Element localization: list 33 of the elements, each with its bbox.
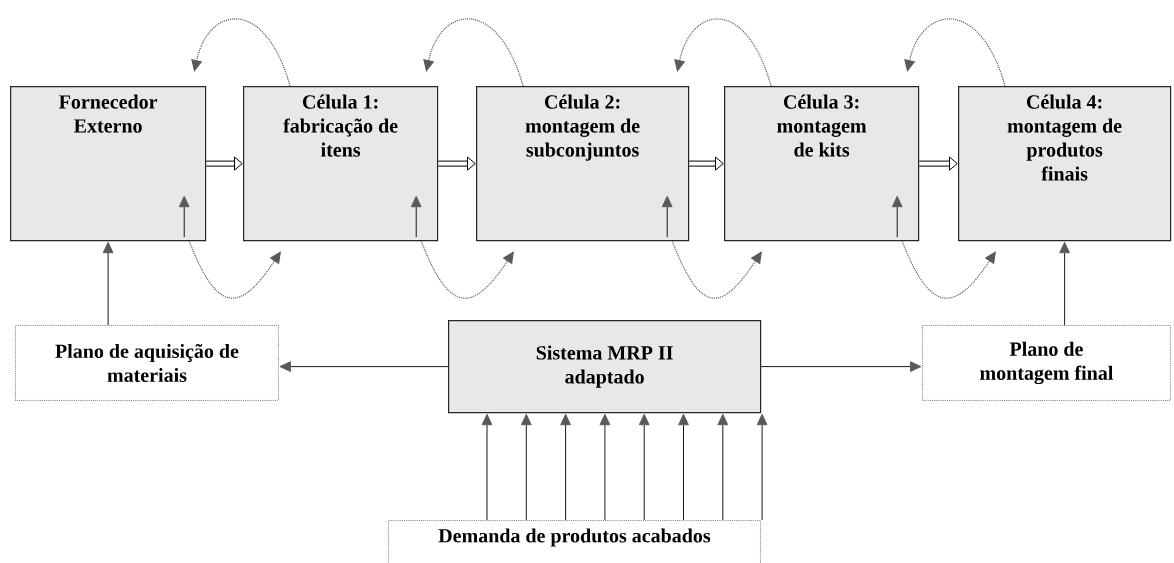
dotted-loop-arrow <box>904 18 1006 87</box>
arrow <box>520 413 532 521</box>
hollow-arrow <box>438 156 476 171</box>
arrow <box>678 413 689 521</box>
dotted-loop-arrow <box>674 18 772 87</box>
dotted-loop-arrow <box>191 18 291 87</box>
arrow <box>760 361 922 372</box>
arrow <box>599 413 611 521</box>
plan-box: Plano de montagem final <box>922 325 1171 401</box>
process-box: Fornecedor Externo <box>10 86 207 242</box>
arrow <box>1059 241 1070 326</box>
arrow <box>717 413 729 521</box>
dotted-loop-arrow <box>671 240 762 299</box>
process-box: Célula 2: montagem de subconjuntos <box>476 86 690 242</box>
demand-box: Demanda de produtos acabados <box>388 520 761 563</box>
dotted-loop-arrow <box>423 18 524 87</box>
plan-box: Plano de aquisição de materiais <box>15 325 279 401</box>
arrow <box>279 361 449 372</box>
arrow <box>638 413 650 521</box>
dotted-loop-arrow <box>420 240 514 299</box>
arrow <box>481 413 493 521</box>
process-box: Célula 4: montagem de produtos finais <box>958 86 1172 242</box>
hollow-arrow <box>919 156 958 171</box>
arrow <box>560 413 571 521</box>
hollow-arrow <box>689 156 724 171</box>
process-box: Célula 3: montagem de kits <box>724 86 920 242</box>
process-box: Célula 1: fabricação de itens <box>243 86 439 242</box>
process-box: Sistema MRP II adaptado <box>448 320 762 414</box>
arrow <box>756 413 768 521</box>
hollow-arrow <box>206 156 243 171</box>
dotted-loop-arrow <box>188 240 281 299</box>
dotted-loop-arrow <box>901 240 996 299</box>
arrow <box>102 241 114 326</box>
